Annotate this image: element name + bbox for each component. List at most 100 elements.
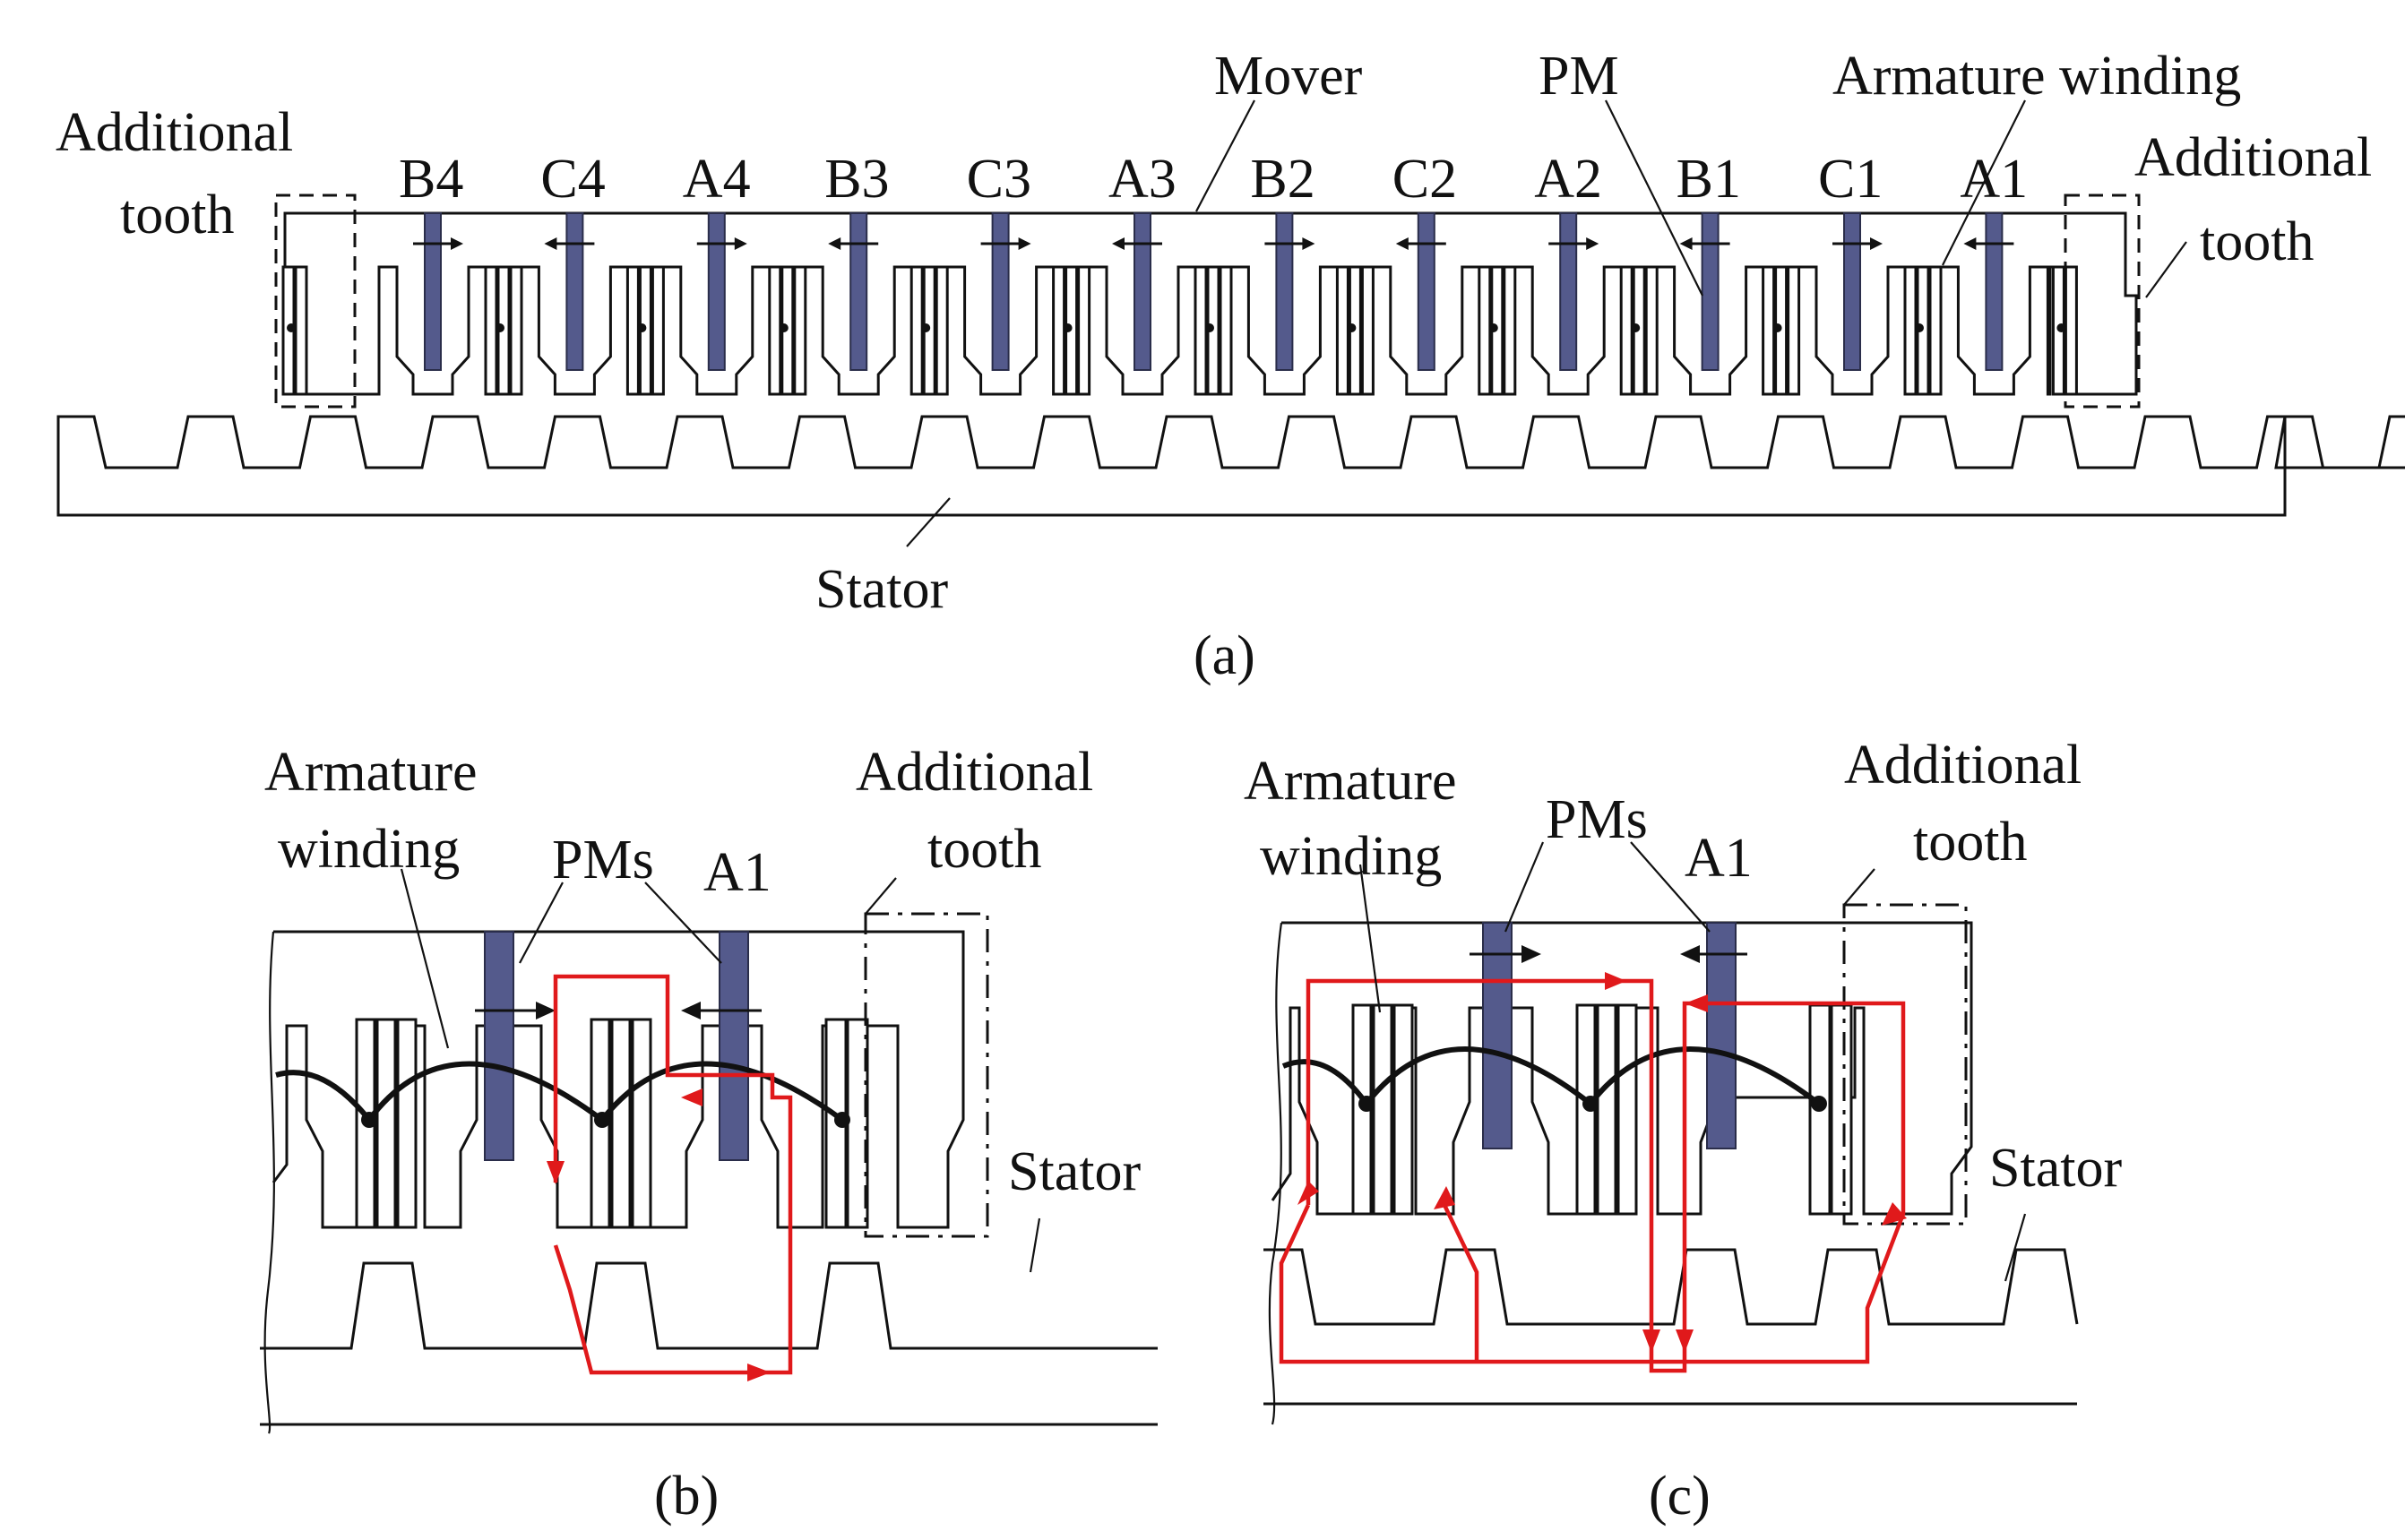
stator-outline-b <box>260 1261 1158 1350</box>
stator-leader-b <box>1029 1217 1041 1273</box>
pm-c3 <box>991 212 1010 371</box>
pm-b1 <box>1701 212 1720 371</box>
pm-leader <box>1605 99 1703 297</box>
magnetization-arrow-group <box>413 237 2014 250</box>
pm-c4 <box>565 212 584 371</box>
flux-arrow-c-2 <box>1605 972 1626 990</box>
label-additional-right-1: Additional <box>2134 127 2372 188</box>
panel-c: Armature winding PMs A1 Additional tooth… <box>1244 735 2122 1527</box>
coil-a-12 <box>1903 265 1943 396</box>
section-break-left <box>263 931 275 1434</box>
label-additional-b-1: Additional <box>856 742 1093 803</box>
label-a1-c: A1 <box>1685 828 1753 889</box>
section-break-left-c <box>1268 922 1283 1425</box>
phase-label-b4: B4 <box>399 149 463 210</box>
coil-a-8 <box>1335 265 1375 396</box>
flux-path-c <box>1279 978 1906 1373</box>
coil-a-7 <box>1194 265 1233 396</box>
arrowhead-c1 <box>1870 237 1883 250</box>
pm-b2 <box>1275 212 1294 371</box>
coil-a-3 <box>625 265 665 396</box>
pms-leader-c-1 <box>1504 841 1545 933</box>
pms-leader-b-2 <box>644 882 722 964</box>
label-stator: Stator <box>815 559 948 620</box>
label-pm: PM <box>1539 46 1619 107</box>
pm-a2 <box>1559 212 1578 371</box>
coil-a-1 <box>281 265 308 396</box>
arrowhead-b4 <box>451 237 463 250</box>
phase-label-a1: A1 <box>1960 149 2028 210</box>
pm-a4 <box>707 212 726 371</box>
phase-label-b3: B3 <box>824 149 889 210</box>
pm-b3 <box>849 212 868 371</box>
additional-right-leader <box>2145 241 2187 298</box>
label-armature-b-1: Armature <box>264 742 478 803</box>
label-armature-c-2: winding <box>1260 826 1442 887</box>
pm-c-1-arrowhead <box>1521 945 1541 963</box>
label-armature-winding: Armature winding <box>1832 46 2241 107</box>
pm-c-1 <box>1482 922 1513 1149</box>
phase-label-b2: B2 <box>1250 149 1315 210</box>
flux-arrow-c-1 <box>1297 1181 1319 1205</box>
pm-c-2 <box>1706 922 1737 1149</box>
coil-a-6 <box>1052 265 1091 396</box>
arrowhead-c3 <box>1018 237 1031 250</box>
phase-label-a3: A3 <box>1108 149 1177 210</box>
coil-group <box>281 265 2078 396</box>
stator-leader <box>906 497 951 547</box>
phase-label-a4: A4 <box>683 149 751 210</box>
arrowhead-a1 <box>1963 237 1977 250</box>
arrowhead-a4 <box>734 237 747 250</box>
armature-leader-c <box>1358 864 1382 1013</box>
coil-a-11 <box>1762 265 1801 396</box>
label-additional-c-2: tooth <box>1913 812 2027 873</box>
pm-b-1-arrowhead <box>536 1002 556 1019</box>
pm-b-2-arrowhead <box>681 1002 701 1019</box>
coil-a-9 <box>1478 265 1517 396</box>
phase-label-c2: C2 <box>1392 149 1457 210</box>
winding-arc-b <box>275 1061 844 1124</box>
pm-b-2 <box>719 931 749 1161</box>
phase-label-a2: A2 <box>1534 149 1602 210</box>
coil-a-13 <box>2051 265 2078 396</box>
flux-arrow-c-6 <box>1434 1186 1455 1209</box>
flux-arrow-c-7 <box>1882 1202 1907 1226</box>
winding-dot-c-1 <box>1358 1096 1375 1112</box>
label-stator-c: Stator <box>1989 1138 2122 1199</box>
mover-leader <box>1195 99 1255 212</box>
label-additional-left-2: tooth <box>120 185 234 245</box>
flux-arrow-c-5 <box>1676 1329 1694 1353</box>
mover-outline <box>283 211 2138 396</box>
phase-label-c1: C1 <box>1818 149 1883 210</box>
phase-label-c4: C4 <box>540 149 605 210</box>
arrowhead-a2 <box>1586 237 1599 250</box>
arrowhead-c2 <box>1395 237 1409 250</box>
pm-c2 <box>1417 212 1435 371</box>
label-additional-right-2: tooth <box>2200 211 2314 272</box>
winding-dot-b-3 <box>834 1112 850 1128</box>
arrowhead-b3 <box>828 237 841 250</box>
caption-c: (c) <box>1649 1466 1711 1527</box>
winding-dot-b-1 <box>361 1112 377 1128</box>
additional-tooth-box-b <box>864 912 989 1238</box>
winding-dot-c-2 <box>1582 1096 1599 1112</box>
label-a1-b: A1 <box>703 842 771 903</box>
coil-a-10 <box>1619 265 1659 396</box>
flux-arrow-c-3 <box>1642 1329 1660 1353</box>
caption-b: (b) <box>654 1466 719 1527</box>
flux-arrow-b-3 <box>747 1364 771 1381</box>
additional-leader-b <box>865 877 897 915</box>
stator-outline-c <box>1263 1248 2079 1326</box>
coil-a-4 <box>768 265 807 396</box>
label-armature-c-1: Armature <box>1244 751 1457 812</box>
flux-arrow-c-4 <box>1685 994 1708 1012</box>
pm-b-1 <box>484 931 514 1161</box>
label-additional-left-1: Additional <box>56 102 293 163</box>
pm-a3 <box>1134 212 1151 371</box>
label-pms-b: PMs <box>552 830 654 890</box>
flux-path-b <box>553 974 793 1375</box>
additional-leader-c <box>1843 868 1875 906</box>
